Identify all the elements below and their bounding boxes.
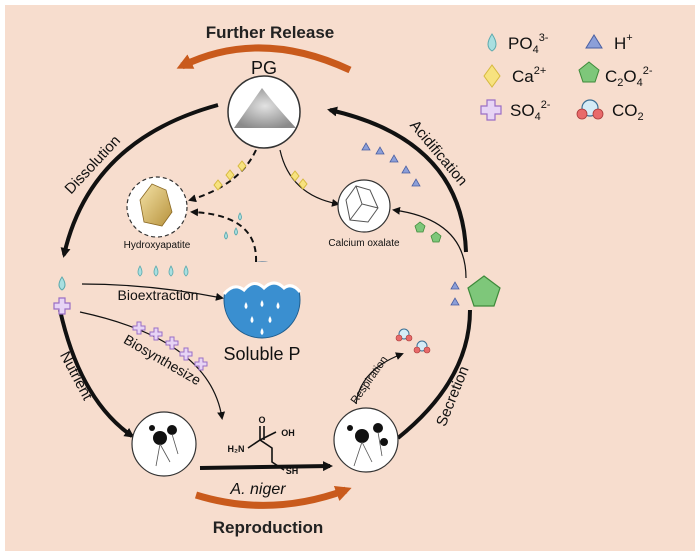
pg-powder-node [227, 75, 301, 149]
cysteine-structure [247, 426, 285, 471]
oxalate-pentagons-small [414, 221, 442, 243]
pg-to-hydroxyapatite-dashed-arrow [188, 149, 257, 203]
hydroxyapatite-label: Hydroxyapatite [124, 240, 191, 251]
legend-so4-sup: 2- [541, 99, 551, 111]
cysteine-sh: SH [286, 466, 299, 476]
respiration-arrow [355, 352, 404, 405]
co2-circles-icon [576, 99, 604, 120]
svg-text:SO42-: SO42- [510, 99, 551, 123]
calcium-diamond-icon [483, 64, 501, 88]
legend-po4-main: PO [508, 34, 533, 53]
further-release-label: Further Release [206, 23, 335, 42]
a-niger-label: A. niger [229, 481, 286, 498]
biosynthesize-label: Biosynthesize [121, 331, 204, 388]
hydrogen-triangle-icon [585, 34, 603, 49]
reproduction-label: Reproduction [213, 518, 324, 537]
oxalate-pentagon-icon [578, 61, 600, 83]
phosphate-drop-icon [487, 33, 497, 52]
soluble-p-label: Soluble P [223, 344, 300, 364]
calcium-oxalate-node [337, 179, 391, 233]
phosphate-drop-left [58, 276, 66, 291]
legend-c2o4-sub1: 2 [617, 77, 623, 89]
nutrient-label: Nutrient [56, 349, 96, 404]
legend-c2o4-c: C [605, 67, 617, 86]
acidification-arc [327, 106, 468, 253]
legend-calcium-entry: Ca2+ [483, 64, 546, 88]
legend-so4-sub: 4 [535, 111, 541, 123]
legend-po4-sub: 4 [533, 44, 539, 56]
legend-sulfate-entry: SO42- [480, 99, 551, 123]
legend-co2-sub: 2 [638, 111, 644, 123]
sulfate-crosses-group [132, 321, 208, 371]
growth-arrow [199, 461, 333, 472]
reproduction-arrow [194, 485, 352, 509]
legend-po4-sup: 3- [539, 32, 549, 44]
svg-text:C2O42-: C2O42- [605, 65, 653, 89]
cysteine-o: O [258, 415, 265, 425]
oxalate-pentagon-large [467, 275, 501, 307]
secretion-arc [396, 309, 472, 440]
co2-molecules [395, 328, 431, 354]
acidification-label: Acidification [406, 117, 470, 189]
legend-so4-main: SO [510, 101, 535, 120]
oxalate-to-calcium-oxalate-arrow [392, 206, 467, 279]
calcium-ions-group [213, 160, 308, 191]
fungus-node-right [333, 407, 399, 473]
pg-label: PG [251, 58, 277, 78]
cysteine-oh: OH [281, 428, 295, 438]
hydroxyapatite-node [126, 176, 188, 238]
svg-text:H+: H+ [614, 32, 633, 53]
hydrogen-ions-group [361, 142, 460, 306]
legend-c2o4-sub2: 4 [637, 77, 643, 89]
svg-text:Ca2+: Ca2+ [512, 65, 546, 86]
legend-c2o4-o: O [623, 67, 636, 86]
legend: PO43- H+ Ca2+ C2O42- SO42- CO2 [480, 32, 653, 123]
legend-hydrogen-entry: H+ [585, 32, 633, 53]
bioextraction-label: Bioextraction [118, 287, 199, 303]
legend-phosphate-entry: PO43- [487, 32, 549, 56]
respiration-label: Respiration [349, 354, 391, 406]
legend-h-sup: + [626, 32, 632, 44]
svg-text:PO43-: PO43- [508, 32, 549, 56]
further-release-arrow [176, 44, 352, 74]
calcium-oxalate-label: Calcium oxalate [328, 238, 400, 249]
legend-h-main: H [614, 34, 626, 53]
legend-oxalate-entry: C2O42- [578, 61, 653, 89]
legend-co2-entry: CO2 [576, 99, 644, 123]
sulfate-cross-left [53, 297, 71, 315]
dissolution-arc [60, 103, 219, 258]
legend-c2o4-sup: 2- [643, 65, 653, 77]
svg-text:CO2: CO2 [612, 101, 644, 123]
cysteine-h2n: H₂N [228, 444, 245, 454]
bioextraction-arrow [81, 283, 224, 301]
pg-to-calcium-oxalate-arrow [279, 149, 340, 207]
legend-co2-main: CO [612, 101, 638, 120]
soluble-p-node [222, 261, 302, 339]
nutrient-arc [58, 309, 135, 438]
legend-ca-sup: 2+ [534, 65, 547, 77]
fungus-node-left [131, 411, 197, 477]
legend-ca-main: Ca [512, 67, 534, 86]
phosphate-drops-bioextraction [137, 265, 189, 277]
phosphate-drops-upper [224, 212, 242, 240]
sulfate-cross-icon [480, 99, 502, 121]
soluble-p-to-hydroxyapatite-dashed-arrow [190, 208, 258, 263]
